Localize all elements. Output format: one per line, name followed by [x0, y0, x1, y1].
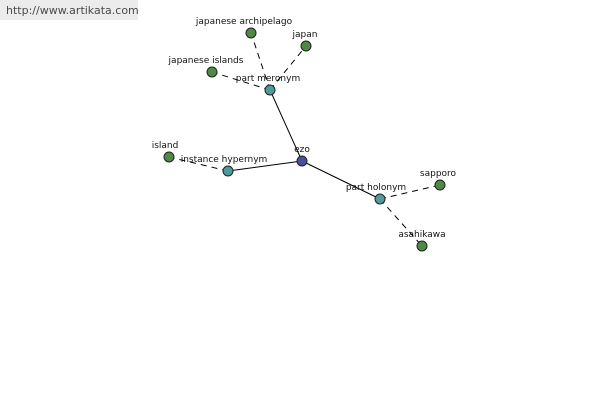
- node-label-ezo: ezo: [294, 145, 310, 155]
- edge-part-meronym-to-japan: [269, 45, 307, 91]
- node-ezo[interactable]: [296, 155, 308, 167]
- node-part-holonym[interactable]: [374, 193, 386, 205]
- edge-layer: [168, 32, 441, 247]
- label-layer: ezo part meronym instance hypernym part hol…: [152, 17, 457, 240]
- edge-ezo-to-instance-hypernym: [227, 160, 303, 172]
- node-japanese-islands[interactable]: [206, 66, 218, 78]
- node-part-meronym[interactable]: [264, 84, 276, 96]
- node-asahikawa[interactable]: [416, 240, 428, 252]
- node-label-japanese-islands: japanese islands: [168, 56, 244, 66]
- watermark-url: http://www.artikata.com: [0, 0, 139, 20]
- node-sapporo[interactable]: [434, 179, 446, 191]
- node-label-part-holonym: part holonym: [346, 183, 406, 193]
- node-label-part-meronym: part meronym: [236, 74, 300, 84]
- node-label-island: island: [152, 141, 179, 151]
- node-instance-hypernym[interactable]: [222, 165, 234, 177]
- node-label-asahikawa: asahikawa: [398, 230, 445, 240]
- node-label-sapporo: sapporo: [420, 169, 457, 179]
- edge-ezo-to-part-holonym: [301, 160, 381, 200]
- node-label-japanese-archipelago: japanese archipelago: [195, 17, 293, 27]
- edge-ezo-to-part-meronym: [269, 89, 303, 162]
- node-island[interactable]: [163, 151, 175, 163]
- node-layer: [163, 27, 446, 252]
- node-japanese-archipelago[interactable]: [245, 27, 257, 39]
- node-japan[interactable]: [300, 40, 312, 52]
- node-label-instance-hypernym: instance hypernym: [181, 155, 268, 165]
- node-label-japan: japan: [292, 30, 318, 40]
